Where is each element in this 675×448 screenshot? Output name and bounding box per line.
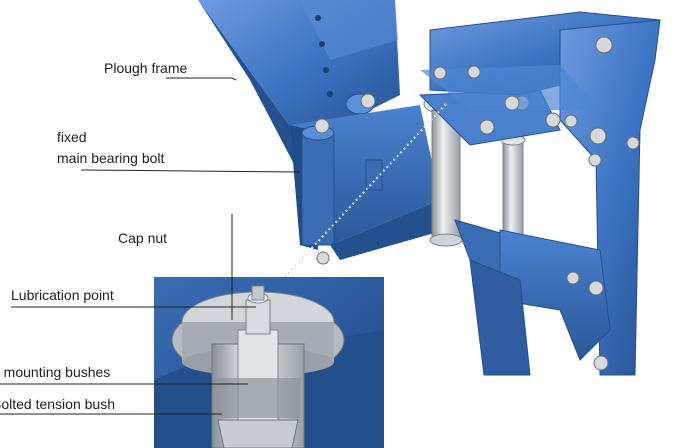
split-mounting-bushes-label: d mounting bushes xyxy=(0,364,111,380)
inset-closeup xyxy=(154,277,384,448)
hex-bolt-icon xyxy=(433,66,447,80)
cap-nut-label: Cap nut xyxy=(118,230,168,246)
hex-bolt-icon xyxy=(316,251,330,265)
hex-bolt-icon xyxy=(589,127,607,145)
beam-hole xyxy=(323,67,329,73)
hex-bolt-icon xyxy=(545,112,561,128)
main-bearing-bracket xyxy=(290,93,445,265)
hex-bolt-icon xyxy=(314,118,330,134)
bolted-tension-bush-label: Bolted tension bush xyxy=(0,396,115,412)
hex-bolt-icon xyxy=(626,136,640,150)
leader-main-bearing-bolt xyxy=(80,169,301,173)
main-bearing-bolt-label-line1: fixed xyxy=(57,129,87,145)
beam-hole xyxy=(315,15,321,21)
hex-bolt-icon xyxy=(593,355,609,371)
beam-hole xyxy=(319,41,325,47)
hex-bolt-icon xyxy=(504,95,520,111)
beam-hole xyxy=(327,91,333,97)
hex-bolt-icon xyxy=(595,36,613,54)
dotted-callout-line xyxy=(281,103,447,281)
plough-frame-beam xyxy=(198,0,400,168)
main-bearing-bolt-label-line2: main bearing bolt xyxy=(57,150,165,166)
headstock-frame xyxy=(420,11,661,376)
hex-bolt-icon xyxy=(566,271,580,285)
hex-bolt-icon xyxy=(588,153,602,167)
hex-bolt-icon xyxy=(479,119,495,135)
hex-bolt-icon xyxy=(588,280,604,296)
plough-frame-label: Plough frame xyxy=(104,60,188,76)
hex-bolt-icon xyxy=(360,93,376,109)
hex-bolt-icon xyxy=(467,65,481,79)
hex-bolt-icon xyxy=(564,114,578,128)
leader-plough-frame xyxy=(166,77,237,81)
leader-lines xyxy=(0,77,301,415)
lubrication-point-label: Lubrication point xyxy=(11,287,114,303)
